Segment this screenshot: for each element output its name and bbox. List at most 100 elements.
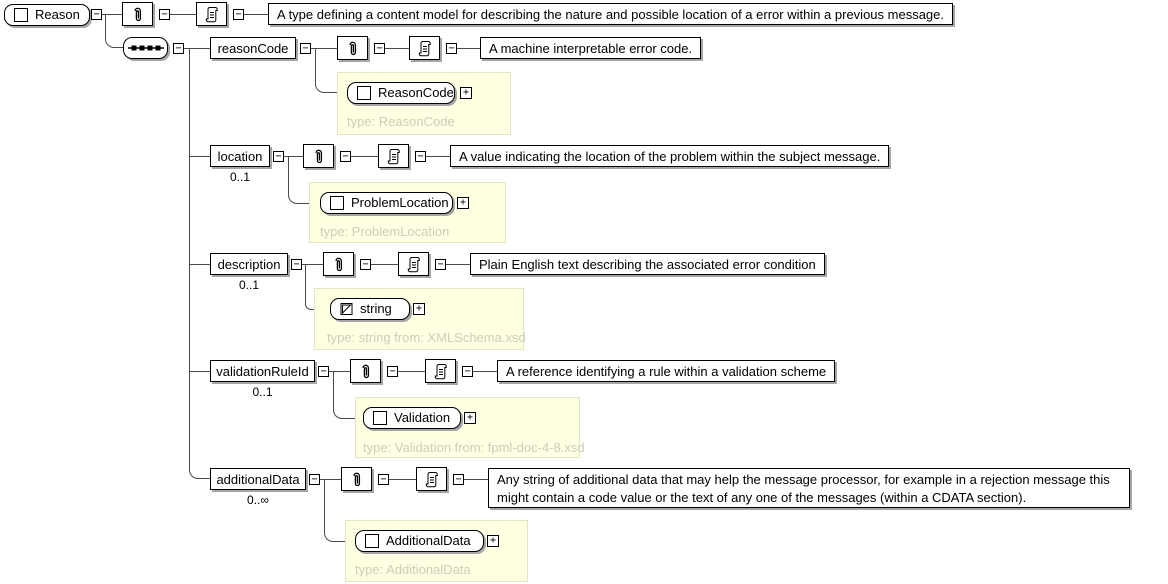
element-reasoncode[interactable]: reasonCode [210,37,296,59]
collapse-toggle[interactable]: − [291,259,302,270]
collapse-toggle[interactable]: − [387,366,398,377]
annotation-box[interactable] [409,36,440,60]
simple-type-icon [340,303,353,315]
cardinality-label: 0..1 [252,385,273,399]
documentation-text: A type defining a content model for desc… [268,3,954,25]
connector-line [170,14,196,15]
attributes-box[interactable] [323,252,354,276]
collapse-toggle[interactable]: − [462,366,473,377]
documentation-text: Plain English text describing the associ… [470,253,825,275]
paperclip-icon [134,7,142,21]
complex-type-icon [373,411,387,425]
sequence-icon [127,44,164,52]
element-validationruleid[interactable]: validationRuleId [210,360,315,382]
annotation-box[interactable] [398,252,429,276]
element-additionaldata[interactable]: additionalData [210,468,306,490]
paperclip-icon [349,41,357,55]
collapse-toggle[interactable]: − [453,474,464,485]
scroll-icon [425,471,438,487]
connector-line [473,371,497,372]
cardinality-label: 0..1 [229,170,250,184]
connector-line [311,48,337,49]
cardinality-label: 0..1 [238,278,259,292]
attributes-box[interactable] [350,359,381,383]
collapse-toggle[interactable]: − [173,43,184,54]
collapse-toggle[interactable]: − [415,151,426,162]
cardinality-label: 0..∞ [247,493,269,507]
element-description[interactable]: description [210,253,288,275]
collapse-toggle[interactable]: − [309,474,320,485]
annotation-box[interactable] [196,2,227,26]
collapse-toggle[interactable]: − [435,259,446,270]
type-reasoncode[interactable]: ReasonCode [347,82,455,104]
documentation-text: A value indicating the location of the p… [450,145,890,167]
documentation-text: Any string of additional data that may h… [488,468,1130,508]
connector-line [385,48,409,49]
connector-elbow [324,479,345,542]
element-location[interactable]: location [210,145,270,167]
type-problemlocation[interactable]: ProblemLocation [320,192,453,214]
attributes-box[interactable] [341,467,372,491]
type-label: type: Validation from: fpml-doc-4-8.xsd [363,440,585,455]
documentation-text: A machine interpretable error code. [480,37,702,59]
tree-trunk-line [189,48,210,479]
type-additionaldata[interactable]: AdditionalData [355,530,484,552]
connector-line [398,371,425,372]
collapse-toggle[interactable]: − [91,9,102,20]
attributes-box[interactable] [122,2,153,26]
root-element-label: Reason [35,6,80,22]
connector-line [189,156,210,157]
connector-line [371,264,398,265]
connector-elbow [288,156,309,204]
root-element-reason[interactable]: Reason [4,4,90,26]
expand-toggle[interactable]: + [464,412,476,424]
collapse-toggle[interactable]: − [340,151,351,162]
annotation-box[interactable] [378,144,409,168]
connector-line [464,479,488,480]
connector-elbow [305,264,316,310]
connector-line [426,156,450,157]
collapse-toggle[interactable]: − [159,9,170,20]
collapse-toggle[interactable]: − [300,43,311,54]
expand-toggle[interactable]: + [460,87,472,99]
collapse-toggle[interactable]: − [374,43,385,54]
connector-elbow [105,14,123,48]
connector-line [446,264,470,265]
annotation-box[interactable] [425,359,456,383]
connector-line [244,14,268,15]
paperclip-icon [335,257,343,271]
connector-line [189,371,210,372]
scroll-icon [387,148,400,164]
attributes-box[interactable] [303,144,334,168]
expand-toggle[interactable]: + [457,197,469,209]
annotation-box[interactable] [416,467,447,491]
collapse-toggle[interactable]: − [378,474,389,485]
paperclip-icon [353,472,361,486]
sequence-compositor[interactable] [123,37,168,59]
scroll-icon [407,256,420,272]
paperclip-icon [315,149,323,163]
type-label: type: string from: XMLSchema.xsd [327,330,526,345]
collapse-toggle[interactable]: − [318,366,329,377]
scroll-icon [418,40,431,56]
type-label: type: AdditionalData [355,562,471,577]
complex-type-icon [14,8,28,22]
complex-type-icon [330,196,344,210]
type-validation[interactable]: Validation [363,407,461,429]
attributes-box[interactable] [337,36,368,60]
collapse-toggle[interactable]: − [360,259,371,270]
paperclip-icon [362,364,370,378]
documentation-text: A reference identifying a rule within a … [497,360,836,382]
complex-type-icon [357,86,371,100]
collapse-toggle[interactable]: − [273,151,284,162]
collapse-toggle[interactable]: − [233,9,244,20]
type-string[interactable]: string [330,298,410,320]
scroll-icon [205,6,218,22]
expand-toggle[interactable]: + [487,535,499,547]
collapse-toggle[interactable]: − [446,43,457,54]
complex-type-icon [365,534,379,548]
type-label: type: ReasonCode [347,114,455,129]
type-label: type: ProblemLocation [320,224,450,239]
expand-toggle[interactable]: + [413,303,425,315]
